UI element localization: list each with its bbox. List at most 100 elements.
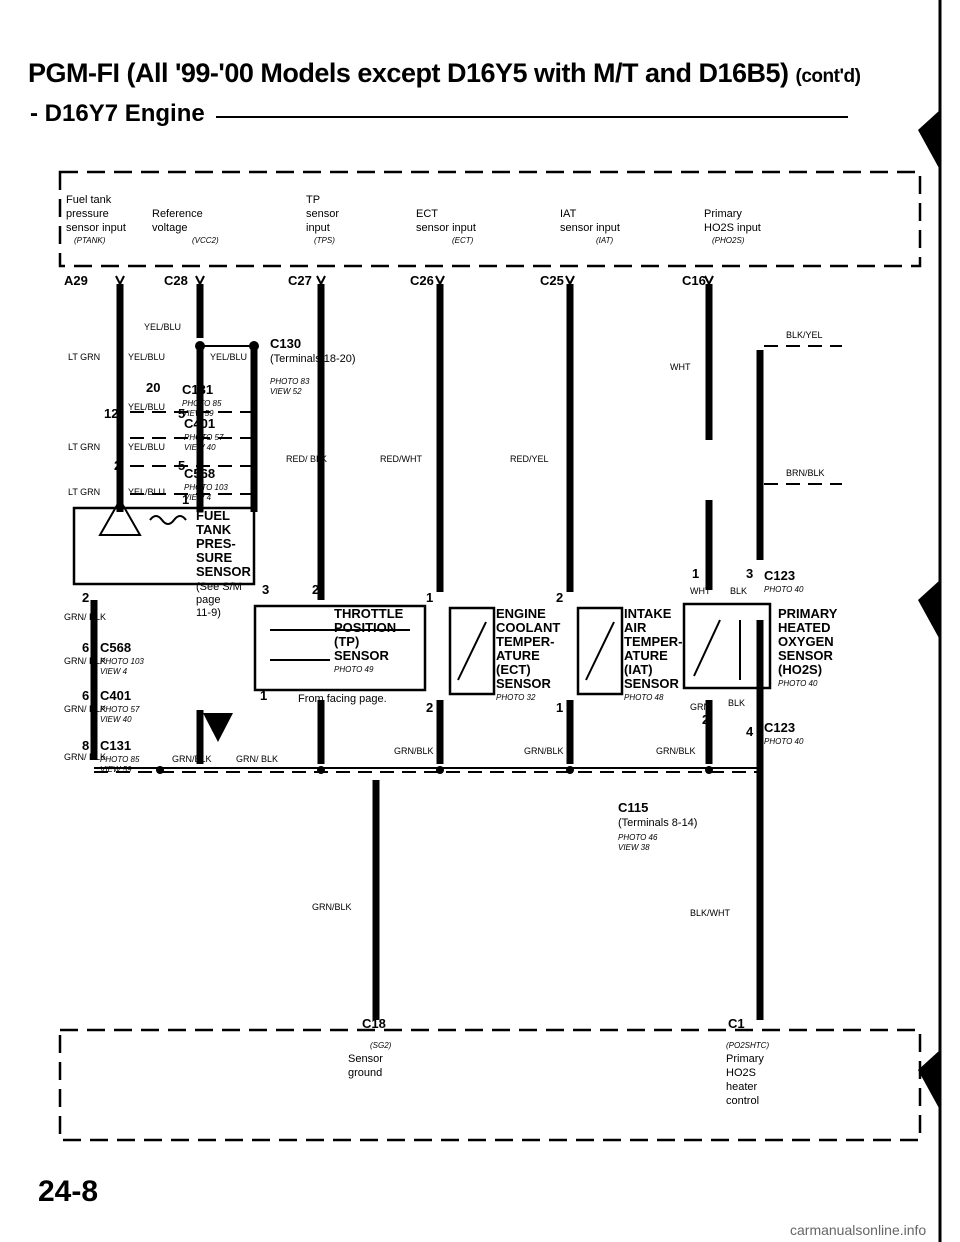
pin-3c: 3 xyxy=(746,566,753,581)
from-facing-letter: B xyxy=(211,718,221,734)
ho2s-internal xyxy=(693,619,741,680)
callout-c401-left: C401 PHOTO 57 VIEW 40 xyxy=(100,688,140,724)
fuel-tank-sensor-box xyxy=(72,506,256,586)
pin-1a: 1 xyxy=(182,492,189,507)
pin-2c: 2 xyxy=(556,590,563,605)
pin-4: 4 xyxy=(746,724,754,739)
svg-text:(PO2SHTC): (PO2SHTC) xyxy=(726,1041,769,1050)
svg-text:IAT: IAT xyxy=(560,208,577,220)
wire-label-ltgrn-1: LT GRN xyxy=(68,352,100,362)
svg-text:(TPS): (TPS) xyxy=(314,236,335,245)
label-ect: ENGINE COOLANT TEMPER- ATURE (ECT) SENSO… xyxy=(496,606,560,702)
svg-text:PHOTO 85: PHOTO 85 xyxy=(182,399,222,408)
svg-text:(Terminals 18-20): (Terminals 18-20) xyxy=(270,353,356,365)
svg-text:SENSOR: SENSOR xyxy=(778,648,834,663)
wire-label-ltgrn-3: LT GRN xyxy=(68,487,100,497)
title-suffix: (cont'd) xyxy=(795,66,861,87)
svg-text:TEMPER-: TEMPER- xyxy=(624,634,683,649)
svg-text:FUEL: FUEL xyxy=(196,508,230,523)
svg-text:(See S/M: (See S/M xyxy=(196,581,242,593)
svg-text:ECT: ECT xyxy=(416,208,438,220)
callout-c568-left: C568 PHOTO 103 VIEW 4 xyxy=(100,640,144,676)
pin-2d: 2 xyxy=(82,590,89,605)
subtitle-rule xyxy=(216,116,848,118)
pin-12: 12 xyxy=(104,406,118,421)
pin-1b: 1 xyxy=(426,590,433,605)
ect-box xyxy=(448,606,496,696)
svg-text:ground: ground xyxy=(348,1067,382,1079)
pin-2b: 2 xyxy=(312,582,319,597)
svg-text:(VCC2): (VCC2) xyxy=(192,236,219,245)
svg-text:sensor input: sensor input xyxy=(66,222,126,234)
c115-node-4 xyxy=(566,766,574,774)
wire-label-blkyel: BLK/YEL xyxy=(786,330,823,340)
svg-text:POSITION: POSITION xyxy=(334,620,396,635)
svg-text:heater: heater xyxy=(726,1081,758,1093)
wire-label-grnblk-4: GRN/BLK xyxy=(524,746,564,756)
svg-text:ATURE: ATURE xyxy=(624,648,668,663)
svg-text:VIEW 59: VIEW 59 xyxy=(100,765,132,774)
svg-text:pressure: pressure xyxy=(66,208,109,220)
label-iat: INTAKE AIR TEMPER- ATURE (IAT) SENSOR PH… xyxy=(624,606,683,702)
svg-text:PRIMARY: PRIMARY xyxy=(778,606,838,621)
svg-text:PHOTO 32: PHOTO 32 xyxy=(496,693,536,702)
svg-text:C568: C568 xyxy=(184,466,215,481)
svg-text:C401: C401 xyxy=(184,416,215,431)
svg-text:TANK: TANK xyxy=(196,522,232,537)
callout-c131-top: C131 PHOTO 85 VIEW 59 xyxy=(182,382,222,418)
svg-text:VIEW 38: VIEW 38 xyxy=(618,843,650,852)
pin-1c: 1 xyxy=(692,566,699,581)
svg-text:VIEW 4: VIEW 4 xyxy=(100,667,128,676)
pin-8: 8 xyxy=(82,738,89,753)
tps-internal xyxy=(270,629,410,661)
ho2s-box xyxy=(682,602,772,690)
wire-label-yelblu-4: YEL/BLU xyxy=(128,442,165,452)
wire-label-redyel: RED/YEL xyxy=(510,454,549,464)
svg-text:C25: C25 xyxy=(540,273,564,288)
callout-c401-top: C401 PHOTO 57 VIEW 40 xyxy=(184,416,224,452)
svg-text:TP: TP xyxy=(306,194,320,206)
svg-text:PHOTO 103: PHOTO 103 xyxy=(184,483,228,492)
label-fuel-tank-sensor: FUEL TANK PRES- SURE SENSOR (See S/M pag… xyxy=(196,508,252,619)
svg-text:C27: C27 xyxy=(288,273,312,288)
ecm-input-ptank: Fuel tank pressure sensor input (PTANK) xyxy=(66,194,126,245)
svg-text:(PHO2S): (PHO2S) xyxy=(712,236,745,245)
svg-text:A29: A29 xyxy=(64,273,88,288)
fuel-sensor-triangle xyxy=(98,497,142,536)
wire-label-wht-2: WHT xyxy=(690,586,711,596)
wire-label-grnblk-2: GRN/ BLK xyxy=(236,754,278,764)
svg-text:C115: C115 xyxy=(618,800,648,815)
binder-tabs xyxy=(918,110,940,1110)
svg-text:voltage: voltage xyxy=(152,222,187,234)
svg-text:C123: C123 xyxy=(764,568,795,583)
svg-text:PHOTO 103: PHOTO 103 xyxy=(100,657,144,666)
wire-label-grn: GRN xyxy=(690,702,710,712)
svg-text:PHOTO 40: PHOTO 40 xyxy=(764,585,804,594)
ect-thermistor xyxy=(457,621,487,681)
svg-text:Fuel tank: Fuel tank xyxy=(66,194,112,206)
svg-text:TEMPER-: TEMPER- xyxy=(496,634,555,649)
svg-text:C26: C26 xyxy=(410,273,434,288)
label-tps: THROTTLE POSITION (TP) SENSOR PHOTO 49 xyxy=(334,606,404,674)
iat-thermistor xyxy=(585,621,615,681)
callout-c123-top: C123 PHOTO 40 xyxy=(764,568,804,594)
wire-label-yelblu-5: YEL/BLU xyxy=(128,487,165,497)
wire-label-yelblu-3: YEL/BLU xyxy=(128,402,165,412)
svg-text:PHOTO 85: PHOTO 85 xyxy=(100,755,140,764)
svg-text:(TP): (TP) xyxy=(334,634,359,649)
svg-text:Sensor: Sensor xyxy=(348,1053,383,1065)
svg-text:page: page xyxy=(196,594,220,606)
c1-label: C1 xyxy=(728,1016,745,1031)
svg-text:VIEW 4: VIEW 4 xyxy=(184,493,212,502)
ecm-input-tps: TP sensor input (TPS) xyxy=(306,194,339,245)
page-number: 24-8 xyxy=(38,1175,99,1208)
svg-text:(PTANK): (PTANK) xyxy=(74,236,106,245)
svg-text:PRES-: PRES- xyxy=(196,536,236,551)
wire-label-blk-1: BLK xyxy=(730,586,747,596)
wire-label-yelblu-1: YEL/BLU xyxy=(128,352,165,362)
svg-text:VIEW 40: VIEW 40 xyxy=(184,443,216,452)
pin-2f: 2 xyxy=(702,712,709,727)
svg-text:(HO2S): (HO2S) xyxy=(778,662,822,677)
svg-text:ATURE: ATURE xyxy=(496,648,540,663)
